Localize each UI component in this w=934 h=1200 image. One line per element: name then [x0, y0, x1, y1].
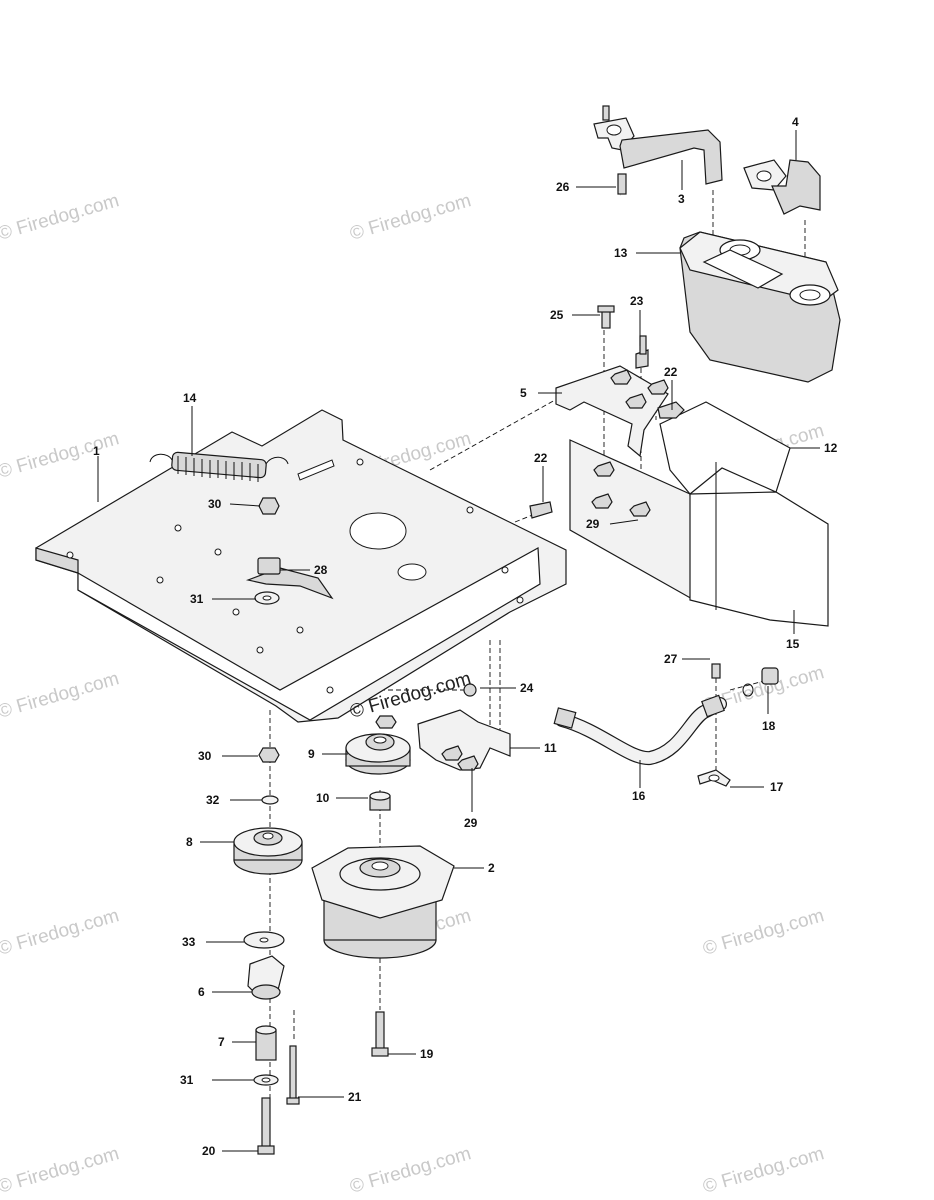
callout-8: 8 — [186, 835, 193, 849]
left-stack-hardware — [243, 747, 285, 1086]
clutch-bracket — [417, 709, 511, 771]
callout-12: 12 — [824, 441, 838, 455]
callout-15: 15 — [786, 637, 800, 651]
callout-7: 7 — [218, 1035, 225, 1049]
watermark: © Firedog.com — [0, 668, 121, 723]
callout-29b: 29 — [464, 816, 478, 830]
callout-31b: 31 — [180, 1073, 194, 1087]
callout-1: 1 — [93, 444, 100, 458]
callout-2: 2 — [488, 861, 495, 875]
callout-9: 9 — [308, 747, 315, 761]
idler-pulley — [233, 827, 303, 875]
watermark: © Firedog.com — [0, 1143, 121, 1198]
callout-6: 6 — [198, 985, 205, 999]
callout-23: 23 — [630, 294, 644, 308]
callout-29a: 29 — [586, 517, 600, 531]
mounting-plate — [35, 409, 567, 723]
watermark: © Firedog.com — [348, 190, 474, 245]
callout-11: 11 — [544, 741, 557, 755]
callout-10: 10 — [316, 791, 330, 805]
watermark: © Firedog.com — [348, 1143, 474, 1198]
callout-28: 28 — [314, 563, 328, 577]
hose-assembly — [553, 667, 779, 787]
callout-labels: 1 2 3 4 5 6 7 8 9 10 11 12 13 14 15 16 1… — [93, 115, 838, 1158]
callout-5: 5 — [520, 386, 527, 400]
callout-16: 16 — [632, 789, 646, 803]
callout-22a: 22 — [664, 365, 678, 379]
spacer-10 — [369, 791, 391, 811]
callout-30b: 30 — [198, 749, 212, 763]
drive-pulley — [345, 733, 411, 775]
tension-spring — [149, 451, 289, 482]
callout-18: 18 — [762, 719, 776, 733]
callout-14: 14 — [183, 391, 197, 405]
muffler — [679, 231, 841, 383]
plate-hardware — [254, 497, 477, 729]
callout-19: 19 — [420, 1047, 434, 1061]
callout-17: 17 — [770, 780, 784, 794]
callout-24: 24 — [520, 681, 534, 695]
callout-26: 26 — [556, 180, 570, 194]
callout-31a: 31 — [190, 592, 204, 606]
watermark: © Firedog.com — [0, 905, 121, 960]
watermark: © Firedog.com — [0, 428, 121, 483]
callout-3: 3 — [678, 192, 685, 206]
callout-33: 33 — [182, 935, 196, 949]
exhaust-pipes — [593, 105, 821, 215]
callout-25: 25 — [550, 308, 564, 322]
callout-30a: 30 — [208, 497, 222, 511]
muffler-bracket — [555, 349, 669, 458]
electric-clutch — [311, 845, 455, 959]
callout-27: 27 — [664, 652, 678, 666]
callout-32: 32 — [206, 793, 220, 807]
callout-22b: 22 — [534, 451, 548, 465]
heat-shield — [529, 401, 829, 627]
callout-20: 20 — [202, 1144, 216, 1158]
callout-4: 4 — [792, 115, 799, 129]
callout-21: 21 — [348, 1090, 362, 1104]
watermark: © Firedog.com — [0, 190, 121, 245]
watermark: © Firedog.com — [701, 1143, 827, 1198]
callout-13: 13 — [614, 246, 628, 260]
watermark: © Firedog.com — [701, 905, 827, 960]
leader-lines — [97, 130, 820, 1152]
bolts — [257, 173, 721, 1155]
